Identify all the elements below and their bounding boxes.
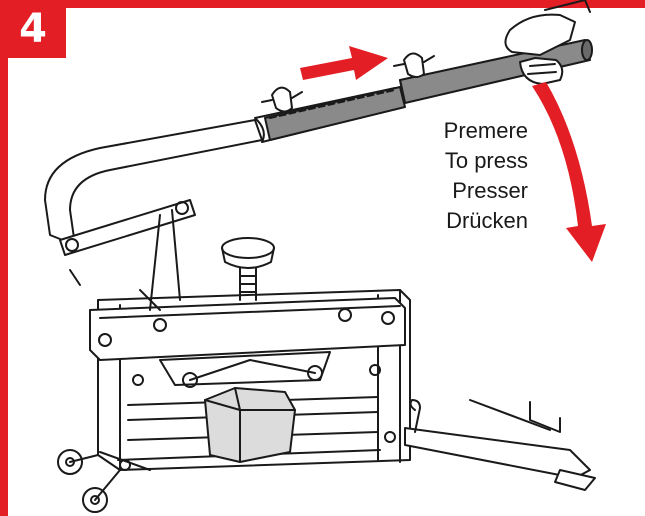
label-english: To press [444,148,528,173]
push-arrow-icon [300,46,388,80]
wing-nuts [261,52,435,113]
tile-block [204,387,296,463]
frame-top-border [0,0,645,8]
step-number: 4 [19,6,47,52]
step-badge: 4 [0,0,66,58]
press-down-arrow-icon [532,82,606,262]
adjustment-knob [221,237,275,301]
instruction-labels: Premere To press Presser Drücken [400,116,528,236]
label-french: Presser [452,178,528,203]
label-german: Drücken [446,208,528,233]
lever-handle [254,39,593,143]
hand [504,0,591,85]
lever-arm [44,119,263,311]
frame-left-border [0,0,8,516]
press-plate [159,351,331,388]
wheels [57,449,121,513]
side-extension [404,399,596,491]
frame-right-corner [637,0,645,8]
label-italian: Premere [443,118,528,143]
